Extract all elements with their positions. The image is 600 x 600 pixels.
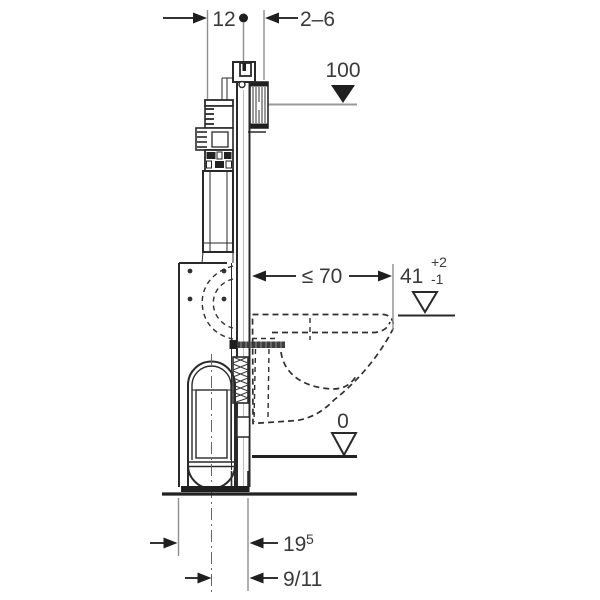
- dim-70-arrow-right: [378, 270, 392, 282]
- dim-label-9-11: 9/11: [283, 568, 322, 591]
- dim-9-11-arrow-left: [249, 572, 264, 584]
- mounting-rail: [230, 61, 256, 487]
- rail-fixing-hole: [238, 80, 246, 89]
- frame-plate: [178, 262, 236, 595]
- dim-label-12: 12: [212, 8, 235, 31]
- level-label-41-sup: +2: [431, 254, 447, 270]
- flush-valve-bricks: [206, 151, 232, 169]
- plate-hole: [187, 268, 193, 274]
- level-label-0: 0: [337, 410, 349, 433]
- fill-valve-top: [204, 99, 234, 107]
- top-dimensions: 12 2–6: [163, 8, 335, 99]
- bowl-basin-curve: [280, 351, 357, 390]
- level-100-triangle-icon: [331, 85, 355, 103]
- dim-9-11-arrow-right: [197, 572, 212, 584]
- dim-19-arrow-left: [249, 537, 264, 549]
- dim-70-arrow-left: [252, 270, 266, 282]
- rod-nut: [229, 340, 237, 349]
- drop-pipe-left: [253, 348, 257, 423]
- level-marker-0: 0: [252, 410, 358, 458]
- dim-2-6-arrow-left: [265, 12, 279, 24]
- bracket-bottom-flange: [250, 123, 268, 128]
- level-0-triangle-icon: [330, 432, 358, 458]
- plate-hole: [187, 296, 193, 302]
- tank-body: [202, 170, 234, 253]
- level-label-41-sub: -1: [431, 271, 444, 287]
- dim-le-70: ≤ 70: [252, 264, 394, 330]
- rail-lower-box: [236, 416, 251, 438]
- dim-label-2-6: 2–6: [300, 8, 335, 31]
- level-marker-100: 100: [268, 59, 361, 106]
- bottom-dimensions: 19 5 9/11: [150, 498, 322, 591]
- foot-plate: [181, 486, 250, 492]
- bracket-top-flange: [250, 82, 268, 87]
- dim-19-arrow-right: [163, 537, 178, 549]
- wall-bracket: [248, 81, 269, 133]
- level-marker-41: 41 +2 -1: [398, 254, 455, 317]
- outlet-housing-inner: [191, 365, 232, 460]
- level-label-100: 100: [325, 59, 360, 82]
- cistern: [195, 77, 234, 264]
- level-label-41: 41: [400, 265, 423, 288]
- bowl-rim-line: [272, 321, 391, 334]
- floor: [162, 486, 357, 496]
- toilet-bowl: [251, 313, 395, 425]
- valve-hatch-marks: [205, 108, 214, 125]
- dim-12-arrow-right: [193, 12, 207, 24]
- plate-hole: [221, 296, 227, 302]
- dim-label-le-70: ≤ 70: [302, 265, 343, 288]
- flush-bend-inner: [212, 278, 234, 329]
- flush-bend-outer: [201, 265, 234, 340]
- dim-reference-dot: [239, 13, 248, 23]
- level-41-triangle-icon: [411, 291, 439, 314]
- bowl-outer-outline: [251, 313, 395, 425]
- dim-label-19-sup: 5: [306, 531, 314, 547]
- dim-label-19: 19: [283, 533, 306, 556]
- drop-pipe-right: [267, 348, 270, 418]
- fixing-rod: [229, 340, 285, 349]
